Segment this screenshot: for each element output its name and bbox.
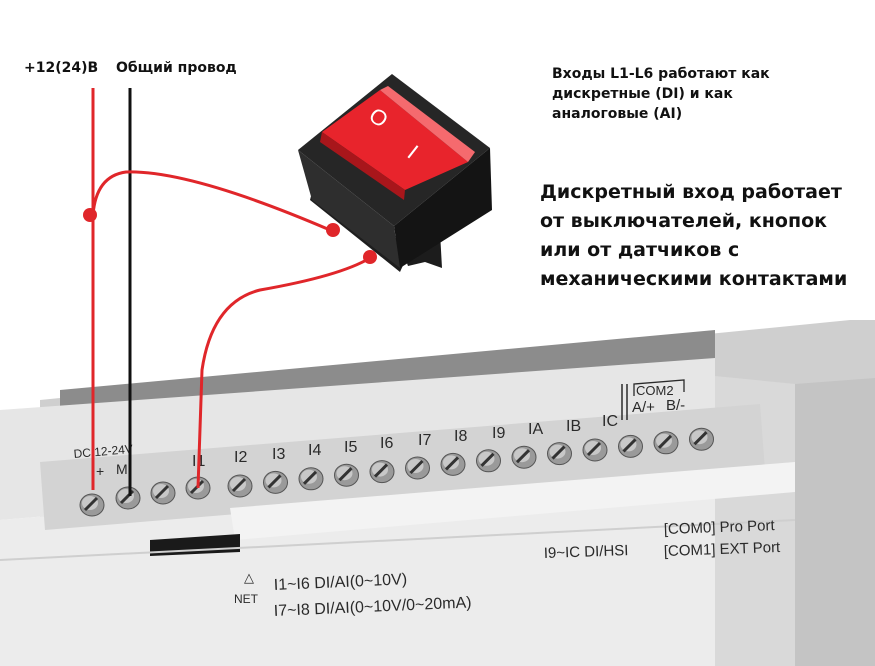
spec-line-3: I9~IC DI/HSI <box>544 542 629 562</box>
note-discrete-line: механическими контактами <box>540 268 848 290</box>
terminal-screw <box>263 470 288 494</box>
terminal-screw <box>115 486 141 510</box>
terminal-screw <box>689 427 714 451</box>
terminal-labels: DC 12-24V + M I1 I2 I3 I4 I5 I6 I7 I8 I9… <box>73 379 685 479</box>
terminal-label-ia: IA <box>528 421 543 438</box>
terminal-label-i6: I6 <box>380 435 393 452</box>
terminal-label-a: A/+ <box>632 399 655 416</box>
switch-contact-dot-1 <box>326 223 340 237</box>
switch-contact-dot-2 <box>363 250 377 264</box>
terminal-screws <box>79 427 714 517</box>
terminal-label-i8: I8 <box>454 428 467 445</box>
terminal-screw <box>150 481 176 505</box>
terminal-label-plus: + <box>96 463 104 479</box>
terminal-label-i9: I9 <box>492 425 505 442</box>
terminal-label-m: M <box>116 461 128 477</box>
terminal-label-i7: I7 <box>418 432 431 449</box>
terminal-label-i3: I3 <box>272 446 285 463</box>
port-line-1: [COM0] Pro Port <box>664 517 776 538</box>
note-discrete: Дискретный вход работает от выключателей… <box>540 178 847 294</box>
com2-label: COM2 <box>636 383 674 398</box>
note-discrete-line: Дискретный вход работает <box>540 181 842 203</box>
common-wire-label: Общий провод <box>116 60 237 76</box>
terminal-block <box>40 404 765 530</box>
terminal-screw <box>476 449 501 473</box>
plc-module <box>0 320 875 666</box>
terminal-screw <box>405 456 430 480</box>
terminal-label-i5: I5 <box>344 439 357 456</box>
rocker-switch: O I <box>298 74 492 272</box>
terminal-label-i4: I4 <box>308 442 321 459</box>
terminal-vent <box>230 462 795 540</box>
port-line-2: [COM1] EXT Port <box>664 539 782 560</box>
terminal-screw <box>618 434 643 458</box>
wiring <box>83 88 377 496</box>
switch-rocker-highlight <box>380 86 475 162</box>
note-inputs-line: аналоговые (AI) <box>552 106 683 122</box>
switch-housing-front <box>298 150 400 268</box>
terminal-label-ib: IB <box>566 418 581 435</box>
note-inputs: Входы L1-L6 работают как дискретные (DI)… <box>552 64 770 124</box>
wire-switch-to-i1 <box>196 256 371 489</box>
note-inputs-line: дискретные (DI) и как <box>552 86 733 102</box>
note-discrete-line: или от датчиков с <box>540 239 740 261</box>
terminal-screw <box>440 452 466 476</box>
terminal-label-b: B/- <box>666 397 685 414</box>
terminal-screw <box>298 467 324 491</box>
terminal-screw <box>582 438 608 462</box>
dc-label: DC 12-24V <box>73 442 133 461</box>
terminal-screw <box>547 442 572 466</box>
net-warning-icon: △ <box>244 570 254 585</box>
terminal-screw <box>511 445 537 469</box>
terminal-screw <box>227 474 253 498</box>
note-discrete-line: от выключателей, кнопок <box>540 210 828 232</box>
wire-plus-to-switch <box>91 170 331 232</box>
net-label: NET <box>234 592 259 606</box>
terminal-label-i2: I2 <box>234 449 247 466</box>
power-plus-label: +12(24)B <box>24 60 99 76</box>
switch-housing-side <box>394 148 492 268</box>
spec-line-1: I1~I6 DI/AI(0~10V) <box>273 571 407 594</box>
com-divider <box>621 384 628 420</box>
com-bracket <box>633 379 685 396</box>
plc-seam <box>0 519 796 561</box>
junction-dot-plus <box>83 208 97 222</box>
terminal-screw <box>653 431 679 455</box>
terminal-screw <box>334 463 359 487</box>
terminal-label-ic: IC <box>602 413 618 430</box>
terminal-screw <box>369 460 395 484</box>
terminal-screw <box>79 493 105 517</box>
switch-rocker-shadow <box>320 132 405 200</box>
plc-rail-end <box>795 378 875 666</box>
switch-rocker <box>322 90 468 190</box>
note-inputs-line: Входы L1-L6 работают как <box>552 66 770 82</box>
